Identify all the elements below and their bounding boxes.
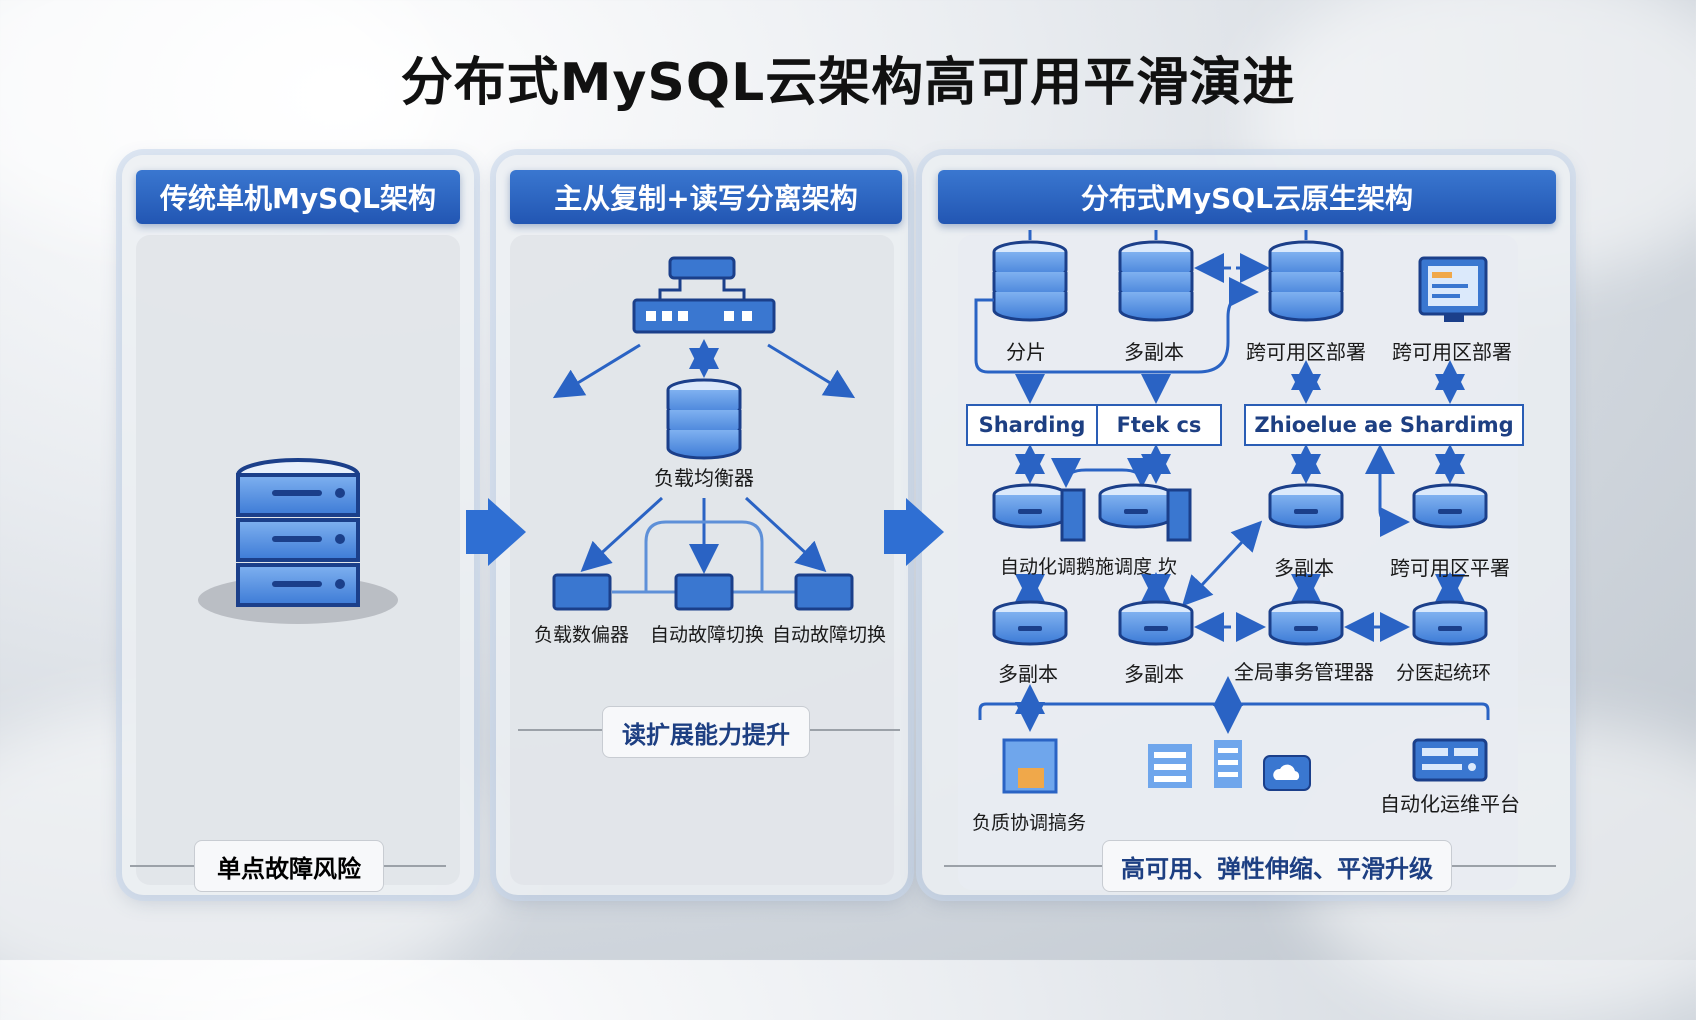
diagram-graphics — [130, 230, 1556, 867]
replica-db-icon — [1118, 240, 1194, 322]
label-load-balancer: 负载均衡器 — [654, 466, 754, 490]
shard-db-icon — [992, 240, 1068, 322]
header-distributed: 分布式MySQL云原生架构 — [938, 170, 1556, 224]
label-cross-az-1: 跨可用区部署 — [1246, 340, 1366, 364]
cross-az-db-icon — [1268, 240, 1344, 322]
header-traditional: 传统单机MySQL架构 — [136, 170, 460, 224]
replica-db-4-icon — [1118, 600, 1194, 646]
replica-db-2-icon — [1268, 483, 1344, 529]
distributed-db-icon — [1412, 600, 1488, 646]
label-node-3: 自动故障切换 — [772, 624, 887, 646]
label-replica-low-1: 多副本 — [998, 662, 1058, 686]
label-node-2: 自动故障切换 — [650, 624, 765, 646]
label-scheduler: 自动化调鹅施调度 坎 — [1000, 556, 1178, 578]
sharding-box-1: Sharding — [966, 404, 1098, 446]
footer-traditional: 单点故障风险 — [194, 840, 384, 892]
label-replica-top: 多副本 — [1124, 340, 1184, 364]
footer-distributed: 高可用、弹性伸缩、平滑升级 — [1102, 840, 1452, 892]
label-shard: 分片 — [1006, 340, 1046, 364]
transition-arrow-1 — [466, 498, 526, 566]
label-replica-mid: 多副本 — [1274, 556, 1334, 580]
ops-platform-icon — [1412, 738, 1488, 782]
server-rack-icon — [1148, 740, 1242, 788]
single-database-icon — [198, 458, 398, 624]
slave-node-3-icon — [794, 573, 854, 611]
scheduler-db-icon — [992, 483, 1068, 529]
coordinator-icon — [1002, 738, 1058, 794]
replica-db-3-icon — [992, 600, 1068, 646]
cross-az-db-2-icon — [1412, 483, 1488, 529]
cloud-icon — [1263, 755, 1311, 791]
global-tx-db-icon — [1268, 600, 1344, 646]
label-distributed-sys: 分医起统环 — [1396, 662, 1492, 684]
label-cross-az-2: 跨可用区部署 — [1392, 340, 1512, 364]
label-ops-platform: 自动化运维平台 — [1380, 792, 1520, 816]
sharding-box-2: Ftek cs — [1096, 404, 1222, 446]
page-title: 分布式MySQL云架构高可用平滑演进 — [400, 53, 1296, 113]
label-coordinator: 负质协调搞务 — [972, 812, 1087, 834]
transition-arrow-2 — [884, 498, 944, 566]
load-balancer-db-icon — [666, 378, 742, 460]
slave-node-2-icon — [674, 573, 734, 611]
scheduler-db-2-icon — [1098, 483, 1174, 529]
label-cross-az-mid: 跨可用区平署 — [1390, 556, 1510, 580]
label-replica-low-2: 多副本 — [1124, 662, 1184, 686]
router-icon — [632, 256, 776, 334]
monitor-icon — [1418, 256, 1488, 322]
footer-master-slave: 读扩展能力提升 — [602, 706, 810, 758]
sharding-box-3: Zhioelue ae Shardimg — [1244, 404, 1524, 446]
slave-node-1-icon — [552, 573, 612, 611]
header-master-slave: 主从复制+读写分离架构 — [510, 170, 902, 224]
label-node-1: 负载数偏器 — [534, 624, 630, 646]
label-global-tx: 全局事务管理器 — [1234, 660, 1374, 684]
